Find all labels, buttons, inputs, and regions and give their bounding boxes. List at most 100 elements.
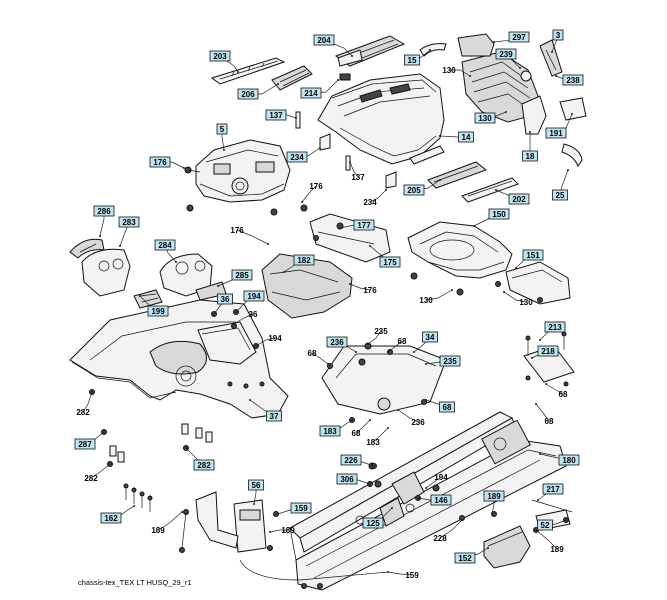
callout-number: 286 [97, 207, 111, 216]
callout-box [293, 254, 315, 266]
leader-line [503, 291, 527, 303]
part-hardware-36-194 [211, 309, 259, 349]
callout-number: 130 [442, 66, 456, 75]
callout-number: 285 [235, 271, 249, 280]
leader-end [295, 117, 297, 119]
callout-box [193, 459, 215, 471]
leader-end [413, 351, 415, 353]
callout-number: 68 [443, 403, 452, 412]
callout-box [545, 127, 567, 139]
part-hook-25 [561, 143, 583, 168]
leader-end [355, 351, 357, 353]
leader-end [351, 419, 353, 421]
callout-box [340, 454, 362, 466]
callout-box [243, 290, 265, 302]
part-bolts-176 [184, 166, 308, 216]
callout-189: 189 [483, 490, 505, 502]
callout-number: 159 [294, 504, 308, 513]
leader-end [425, 487, 427, 489]
leader-end [439, 135, 441, 137]
part-cover-204 [334, 35, 406, 67]
callout-box [403, 184, 425, 196]
part-hood-main [317, 73, 445, 165]
callout-162: 162 [100, 512, 122, 524]
callout-297: 297 [508, 31, 530, 43]
leader-line [387, 340, 403, 353]
callout-68: 68 [439, 401, 455, 413]
callout-number: 283 [122, 218, 136, 227]
callout-number: 183 [366, 438, 380, 447]
leader-end [349, 161, 351, 163]
callout-226: 226 [340, 454, 362, 466]
callout-number: 234 [290, 153, 304, 162]
callout-287: 287 [74, 438, 96, 450]
callout-number: 125 [366, 519, 380, 528]
callout-203: 203 [209, 50, 231, 62]
leader-line [397, 409, 419, 423]
part-strip-15 [419, 43, 447, 57]
leader-end [551, 51, 553, 53]
leader-end [301, 201, 303, 203]
callout-box [495, 48, 517, 60]
part-bracket-3 [539, 39, 563, 77]
callout-box [326, 336, 348, 348]
callout-number: 213 [548, 323, 562, 332]
callout-176: 176 [363, 286, 377, 295]
callout-number: 194 [268, 334, 282, 343]
part-bracket-177-175 [309, 213, 391, 263]
callout-282: 282 [193, 459, 215, 471]
callout-18: 18 [522, 150, 538, 162]
callout-137: 137 [351, 173, 365, 182]
callout-box [430, 494, 452, 506]
leader-line [367, 330, 382, 345]
callout-number: 36 [221, 295, 230, 304]
callout-68: 68 [352, 429, 361, 438]
callout-205: 205 [403, 184, 425, 196]
leader-end [537, 499, 539, 501]
callout-number: 189 [151, 526, 165, 535]
callout-130: 130 [519, 298, 533, 307]
callout-number: 189 [281, 526, 295, 535]
leader-end [103, 431, 105, 433]
leader-end [99, 235, 101, 237]
callout-number: 175 [383, 258, 397, 267]
leader-end [269, 531, 271, 533]
callout-285: 285 [231, 269, 253, 281]
callout-number: 176 [309, 182, 323, 191]
callout-151: 151 [522, 249, 544, 261]
callout-68: 68 [559, 390, 568, 399]
callout-number: 297 [512, 33, 526, 42]
callout-68: 68 [545, 417, 554, 426]
callout-number: 236 [411, 418, 425, 427]
callout-box [542, 483, 564, 495]
callout-box [522, 150, 538, 162]
callout-189: 189 [281, 526, 295, 535]
callout-282: 282 [84, 474, 98, 483]
leader-end [519, 67, 521, 69]
callout-box [336, 473, 358, 485]
callout-box [508, 193, 530, 205]
part-bracket-151 [495, 261, 571, 305]
callout-number: 191 [549, 129, 563, 138]
callout-15: 15 [404, 54, 420, 66]
callout-183: 183 [366, 438, 380, 447]
callout-number: 194 [434, 473, 448, 482]
callout-number: 235 [374, 327, 388, 336]
callout-283: 283 [118, 216, 140, 228]
leader-end [515, 267, 517, 269]
leader-end [223, 149, 225, 151]
leader-end [349, 283, 351, 285]
callout-number: 205 [407, 186, 421, 195]
leader-end [545, 383, 547, 385]
callout-number: 137 [269, 111, 283, 120]
callout-number: 236 [330, 338, 344, 347]
callout-68: 68 [398, 337, 407, 346]
callout-14: 14 [458, 131, 474, 143]
leader-end [255, 345, 257, 347]
callout-box [286, 151, 308, 163]
callout-box [483, 490, 505, 502]
callout-box [74, 438, 96, 450]
callout-box [404, 54, 420, 66]
callout-146: 146 [430, 494, 452, 506]
leader-end [503, 291, 505, 293]
